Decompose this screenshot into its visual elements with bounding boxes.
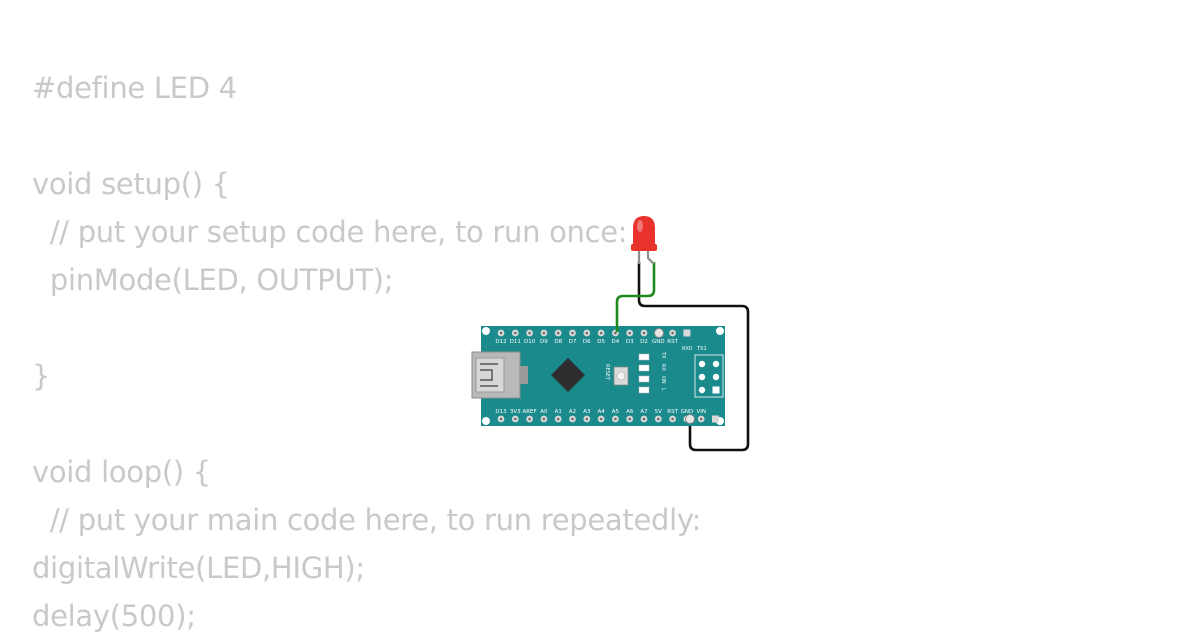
header-label-rx0: RX0 (682, 346, 692, 352)
pin-hole (614, 331, 617, 335)
pin-label: D11 (510, 339, 521, 345)
pin-hole (542, 331, 546, 335)
led-label-tx: TX (660, 351, 666, 359)
microcontroller-chip (551, 358, 585, 392)
pin-label: D10 (524, 339, 536, 345)
mounting-hole (716, 327, 724, 335)
pin-hole (514, 331, 517, 335)
pin-hole (628, 417, 631, 421)
mounting-hole (482, 327, 490, 335)
icsp-header (694, 354, 724, 398)
red-led[interactable] (631, 216, 657, 265)
pin-label: D2 (640, 339, 648, 345)
pin-label: A5 (612, 409, 620, 415)
usb-connector (471, 351, 528, 399)
header-pin[interactable] (712, 415, 719, 423)
pin-label: A2 (569, 409, 576, 415)
status-leds (638, 353, 650, 394)
code-line: #define LED 4 (32, 71, 237, 105)
pin-hole (571, 331, 574, 335)
pin-hole (599, 331, 603, 335)
pin-label: D9 (540, 339, 548, 345)
pin-label: D8 (554, 339, 562, 345)
pin-label: VIN (696, 409, 706, 415)
pin-label: D3 (626, 339, 634, 345)
pin-label: A6 (626, 409, 634, 415)
pin-label: D5 (597, 339, 605, 345)
reset-label: RESET (604, 364, 610, 381)
pin-label: 3V3 (510, 409, 521, 415)
reset-button[interactable] (613, 366, 629, 386)
pin-hole (585, 417, 589, 421)
pin-hole (499, 331, 503, 335)
pin-label: GND (652, 339, 665, 345)
code-line: // put your main code here, to run repea… (32, 503, 702, 537)
pin-hole (628, 331, 631, 335)
pin-label: D13 (495, 409, 507, 415)
pin-hole (528, 417, 531, 421)
pin-label: AREF (522, 409, 536, 415)
gnd-pin-bottom[interactable] (685, 414, 695, 424)
pin-hole (671, 417, 674, 421)
pin-hole (499, 417, 503, 421)
code-line: } (32, 359, 51, 393)
pin-hole (571, 417, 574, 421)
pin-label: A0 (540, 409, 548, 415)
pin-label: RST (667, 339, 678, 345)
pin-label: RST (667, 409, 678, 415)
code-line: void setup() { (32, 167, 230, 201)
pin-label: D12 (495, 339, 506, 345)
pin-hole (614, 417, 617, 421)
led-label-on: ON (660, 376, 666, 384)
pin-hole (642, 331, 646, 335)
ground-wire[interactable] (637, 262, 750, 452)
code-line: delay(500); (32, 599, 196, 633)
pin-hole (514, 417, 517, 421)
pin-label: A4 (597, 409, 605, 415)
pin-label: D7 (569, 339, 577, 345)
header-pin[interactable] (683, 329, 691, 337)
gnd-pin-top[interactable] (654, 328, 664, 338)
pin-label: GND (681, 409, 694, 415)
code-line: digitalWrite(LED,HIGH); (32, 551, 365, 585)
led-label-l: L (660, 388, 666, 391)
pin-hole (528, 331, 531, 335)
pin-hole (671, 331, 674, 335)
pin-label: D6 (583, 339, 591, 345)
code-line: void loop() { (32, 455, 211, 489)
code-line: pinMode(LED, OUTPUT); (32, 263, 394, 297)
pin-label: A3 (583, 409, 591, 415)
pin-hole (657, 417, 660, 421)
code-editor-background: #define LED 4 void setup() { // put your … (32, 64, 701, 640)
pin-label: A7 (640, 409, 648, 415)
mounting-hole (482, 417, 490, 425)
signal-wire[interactable] (615, 262, 656, 332)
pin-hole (556, 417, 560, 421)
pin-label: 5V (655, 409, 662, 415)
pin-hole (599, 417, 603, 421)
pin-hole (642, 417, 646, 421)
pin-hole (585, 331, 589, 335)
pin-hole (556, 331, 560, 335)
pin-hole (699, 417, 703, 421)
code-line: // put your setup code here, to run once… (32, 215, 628, 249)
pin-hole (542, 417, 546, 421)
pin-label: A1 (555, 409, 562, 415)
header-label-tx1: TX1 (696, 346, 707, 352)
pin-label: D4 (612, 339, 620, 345)
led-label-rx: RX (660, 364, 666, 371)
